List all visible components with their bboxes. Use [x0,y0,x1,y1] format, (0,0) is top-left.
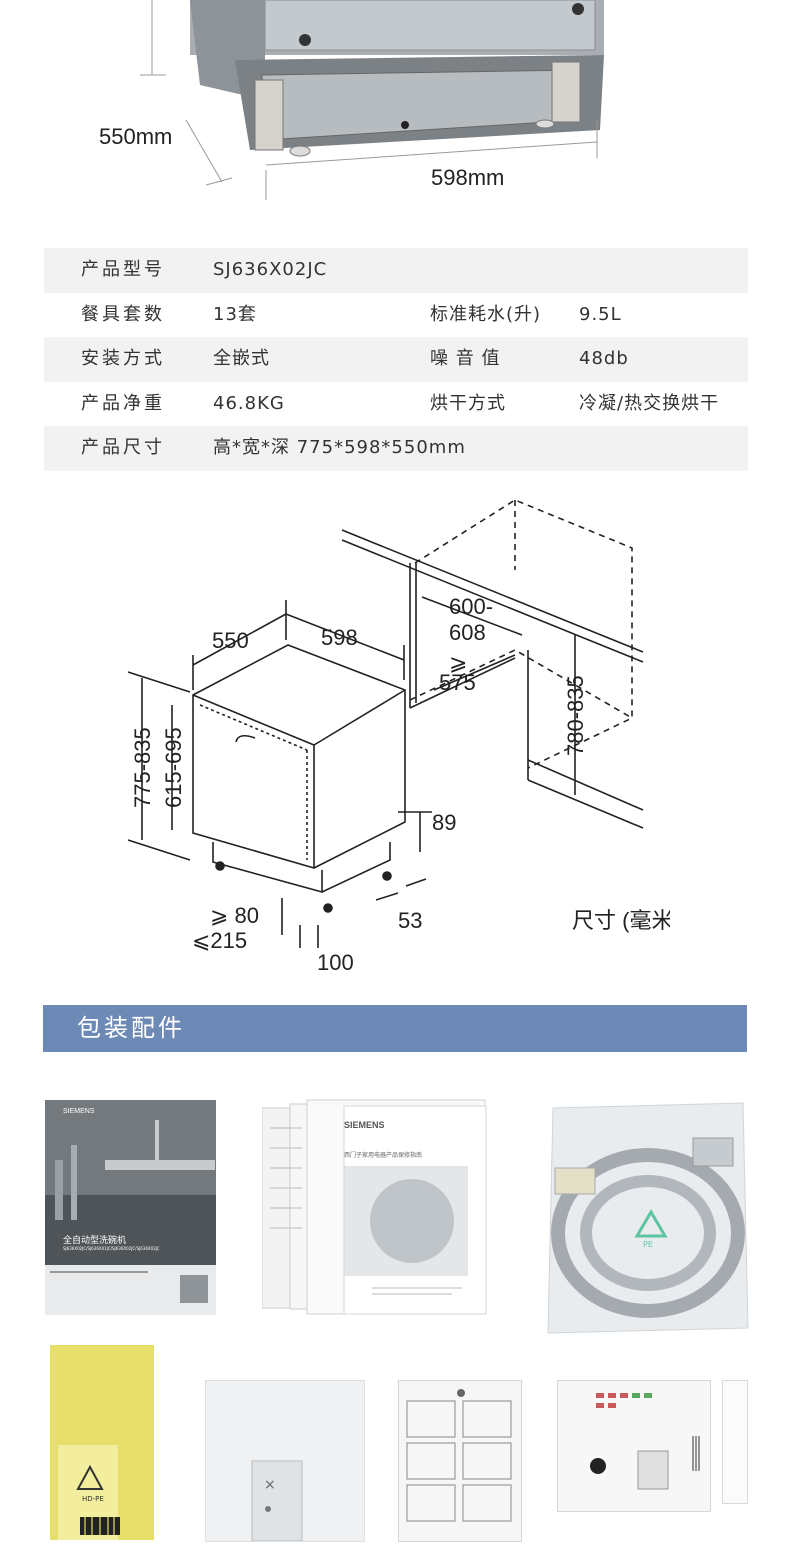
spec-value: SJ636X02JC [213,259,328,280]
depth-dimension-label: 550mm [99,124,173,149]
spec-value: 全嵌式 [213,348,270,370]
dim-plinth-max: ⩽215 [192,928,247,953]
spec-row-size: 产品尺寸 高*宽*深 775*598*550mm [44,426,748,471]
dim-niche-width-top: 600- [449,594,493,619]
spec-row-weight: 产品净重 46.8KG 烘干方式 冷凝/热交换烘干 [44,382,748,427]
dim-plinth-offset-53: 53 [398,908,422,933]
spec-value: 13套 [213,303,257,325]
installation-dimension-drawing: 550 598 600- 608 ⩾ 575 775-835 615-695 7… [110,490,681,980]
dim-foot-depth-100: 100 [317,950,354,975]
spec-label: 安装方式 [81,348,165,370]
spec-label: 餐具套数 [81,303,165,325]
section-title: 包装配件 [77,1014,185,1042]
dim-niche-width-bottom: 608 [449,620,486,645]
spec-value: 高*宽*深 775*598*550mm [213,437,466,459]
spec-label: 产品型号 [81,259,165,280]
spec-table: 产品型号 SJ636X02JC 餐具套数 13套 标准耗水(升) 9.5L 安装… [44,248,748,471]
dim-width-598: 598 [321,625,358,650]
bag-recycle-code: HD-PE [82,1495,104,1503]
width-dimension-label: 598mm [431,165,505,190]
dim-plinth-height-89: 89 [432,810,456,835]
dim-plinth-min: ⩾ 80 [210,903,259,928]
svg-text:×: × [264,1477,276,1493]
dim-niche-depth-575: 575 [439,670,476,695]
accessory-fitting-bag: HD-PE [50,1345,154,1540]
manual-title: 全自动型洗碗机 [63,1236,127,1246]
spec-value-secondary: 冷凝/热交换烘干 [579,392,720,414]
accessory-installation-sheet [398,1380,522,1542]
spec-label: 产品尺寸 [81,437,165,459]
spec-value-secondary: 9.5L [579,303,622,325]
spec-value: 46.8KG [213,392,285,414]
spec-label-secondary: 标准耗水(升) [430,303,542,325]
spec-row-model: 产品型号 SJ636X02JC [44,248,748,293]
accessory-screws-bag: × [205,1380,365,1542]
accessory-barcode-strip [722,1380,748,1504]
spec-label-secondary: 烘干方式 [430,392,506,414]
accessory-drain-hose: PE [543,1098,753,1338]
dishwasher-bottom-photo: 550mm 598mm [0,0,790,210]
dim-height-range: 775-835 [130,727,155,808]
warranty-title: 西门子家用电器产品保修指南 [344,1152,423,1159]
dim-niche-depth-symbol: ⩾ [449,650,467,675]
manual-brand: SIEMENS [63,1108,95,1115]
spec-label: 产品净重 [81,392,165,414]
dim-unit-note: 尺寸 (毫米) [572,908,670,933]
dim-niche-height-range: 780-835 [563,675,588,756]
warranty-brand: SIEMENS [344,1120,385,1130]
accessory-user-manual: SIEMENS 全自动型洗碗机 SJ636X02JC/SJ636X01JC/SJ… [45,1100,216,1315]
spec-row-place-settings: 餐具套数 13套 标准耗水(升) 9.5L [44,293,748,338]
spec-row-installation: 安装方式 全嵌式 噪 音 值 48db [44,337,748,382]
dim-depth-550: 550 [212,628,249,653]
section-header-accessories: 包装配件 [43,1005,747,1052]
manual-models: SJ636X02JC/SJ636X01JC/SJ636X02JC/SJ636X0… [63,1246,160,1251]
accessory-warranty-booklets: SIEMENS 西门子家用电器产品保修指南 [261,1098,488,1316]
hose-recycle-code: PE [643,1240,653,1249]
accessory-label-sheet [557,1380,711,1512]
spec-value-secondary: 48db [579,348,629,370]
dim-door-height-range: 615-695 [161,727,186,808]
spec-label-secondary: 噪 音 值 [430,348,501,370]
